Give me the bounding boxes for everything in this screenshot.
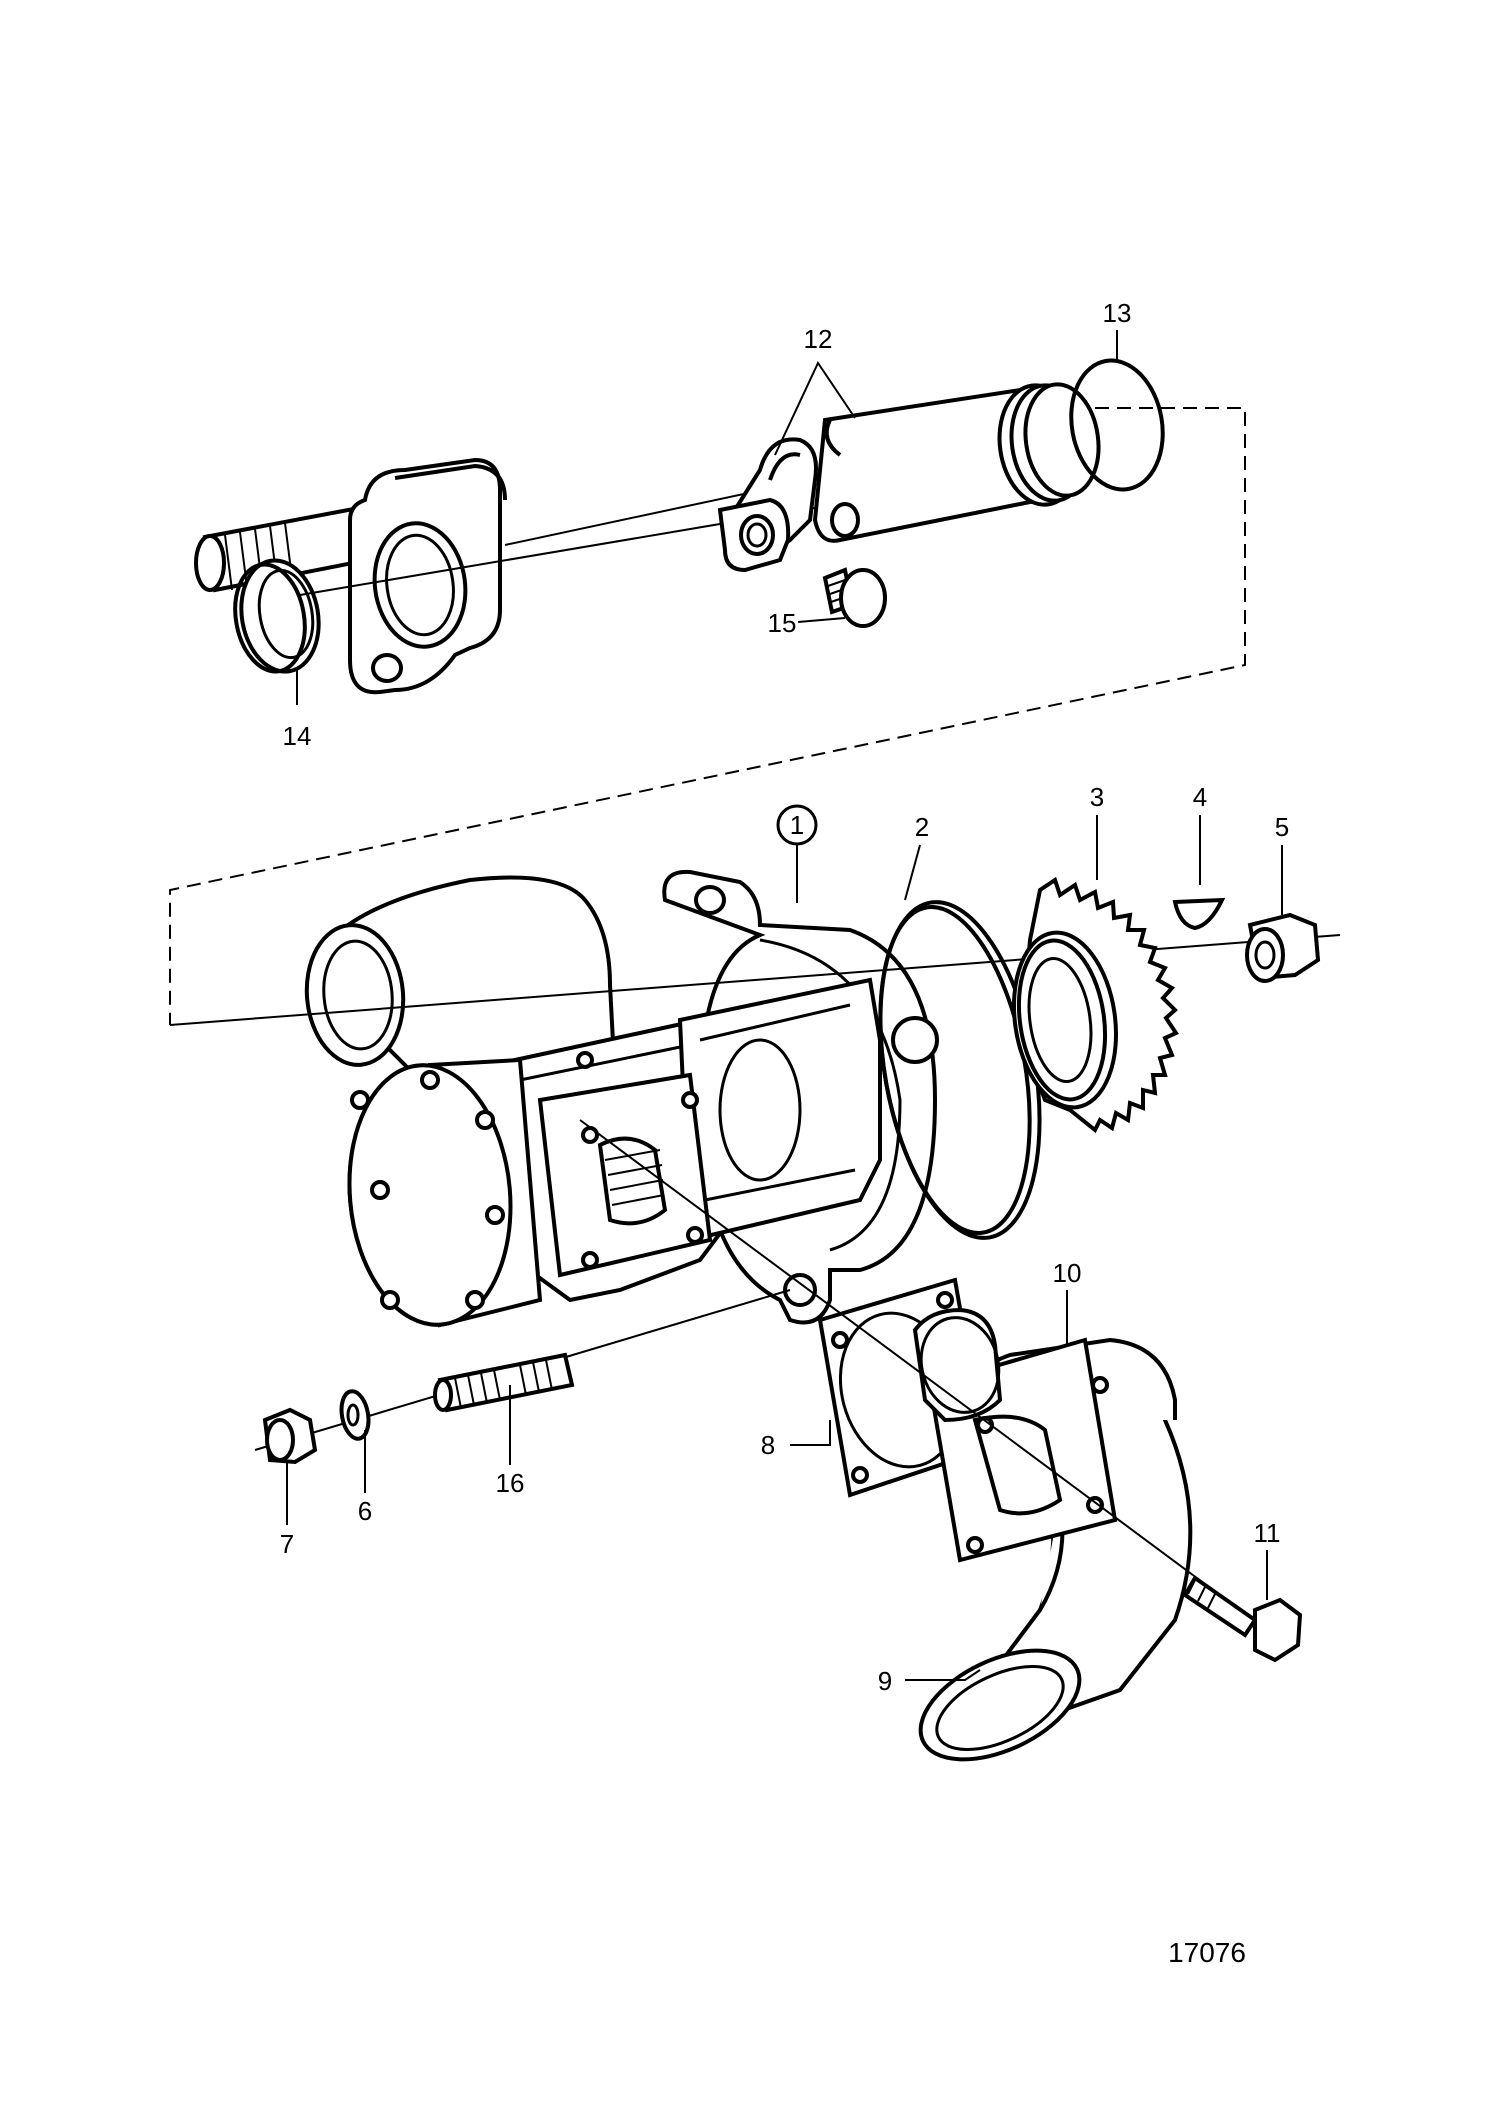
drawing-number: 17076 [1168, 1937, 1246, 1968]
pump-front-cover [347, 1057, 543, 1328]
stud-part-16 [433, 1352, 575, 1413]
bolt-axis-line [579, 1119, 1241, 1611]
callout-16: 16 [496, 1468, 525, 1498]
nut-part-7 [262, 1407, 318, 1465]
callout-8: 8 [761, 1430, 775, 1460]
upper-pipe-assembly [169, 358, 1246, 1025]
bolt-part-11 [1182, 1575, 1303, 1663]
callout-15: 15 [768, 608, 797, 638]
plug-screw-part-15 [822, 567, 887, 628]
callout-9: 9 [878, 1666, 892, 1696]
callout-1: 1 [790, 810, 804, 840]
callout-labels: 12 13 14 15 1 2 3 4 5 16 6 7 8 9 10 11 [280, 298, 1289, 1696]
key-part-4 [1172, 897, 1226, 931]
flange-part [348, 457, 507, 695]
o-ring-part-13 [1069, 358, 1165, 492]
leader-lines [286, 330, 1283, 1681]
seal-ring-part-14 [233, 558, 321, 674]
callout-12: 12 [804, 324, 833, 354]
callout-14: 14 [283, 721, 312, 751]
pump-bearing-housing [677, 977, 882, 1243]
callout-6: 6 [358, 1496, 372, 1526]
callout-4: 4 [1193, 782, 1207, 812]
pump-assembly [169, 869, 1341, 1328]
tube-part-12 [812, 382, 1101, 543]
callout-7: 7 [280, 1529, 294, 1559]
exploded-view-dashed-frame [169, 407, 1246, 1025]
clamp-part-12 [717, 437, 818, 573]
callout-13: 13 [1103, 298, 1132, 328]
callout-11: 11 [1254, 1518, 1281, 1548]
callout-10: 10 [1053, 1258, 1082, 1288]
callout-3: 3 [1090, 782, 1104, 812]
callout-1-circle [776, 804, 818, 846]
gear-part-3 [1011, 876, 1179, 1134]
flange-part-10 [912, 1307, 1118, 1563]
washer-part-6 [339, 1389, 371, 1441]
nut-part-5 [1245, 912, 1321, 983]
callout-2: 2 [915, 812, 929, 842]
callout-5: 5 [1275, 812, 1289, 842]
